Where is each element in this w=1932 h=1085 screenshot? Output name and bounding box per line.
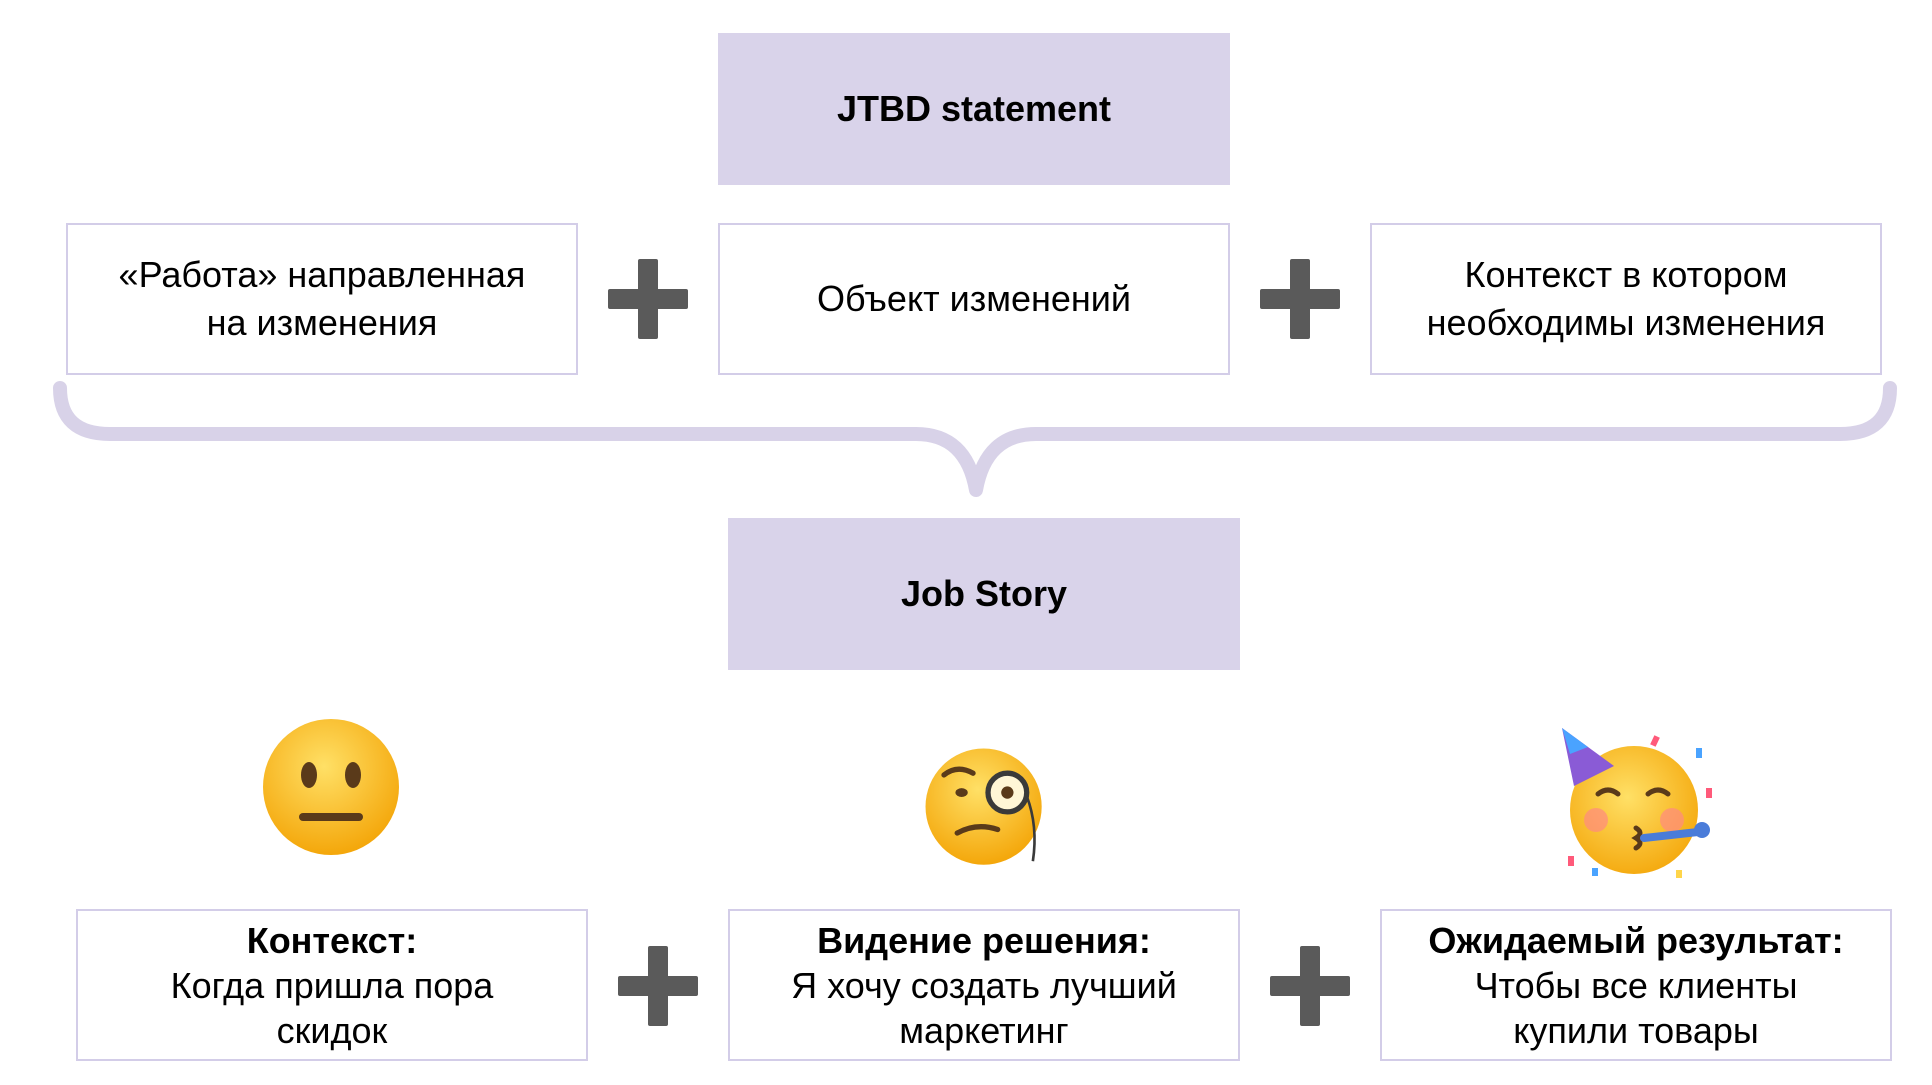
job-story-part-result-line-1: Чтобы все клиенты	[1474, 964, 1798, 1006]
jtbd-component-object-line-1: Объект изменений	[817, 278, 1131, 319]
job-story-part-result-heading: Ожидаемый результат:	[1428, 919, 1844, 961]
job-story-part-solution-heading: Видение решения:	[817, 919, 1151, 961]
job-story-part-solution: Видение решения: Я хочу создать лучший м…	[728, 909, 1240, 1061]
job-story-part-context-line-1: Когда пришла пора	[170, 964, 494, 1006]
jtbd-component-work-line-2: на изменения	[206, 302, 438, 343]
job-story-part-solution-line-2: маркетинг	[899, 1009, 1069, 1051]
jtbd-statement-header: JTBD statement	[718, 33, 1230, 185]
plus-icon	[608, 259, 688, 339]
jtbd-component-context-line-1: Контекст в котором	[1464, 254, 1788, 295]
job-story-part-result-line-2: купили товары	[1513, 1009, 1759, 1051]
job-story-part-context-heading: Контекст:	[246, 919, 418, 961]
job-story-part-result: Ожидаемый результат: Чтобы все клиенты к…	[1380, 909, 1892, 1061]
job-story-part-context-line-2: скидок	[276, 1009, 388, 1051]
jtbd-component-object: Объект изменений	[718, 223, 1230, 375]
face-with-monocle-icon	[925, 748, 1042, 865]
jtbd-component-work-line-1: «Работа» направленная	[118, 254, 526, 295]
jtbd-component-context: Контекст в котором необходимы изменения	[1370, 223, 1882, 375]
job-story-header: Job Story	[728, 518, 1240, 670]
neutral-face-icon	[263, 719, 399, 855]
partying-face-icon	[1562, 728, 1712, 878]
plus-icon	[618, 946, 698, 1026]
jtbd-component-work: «Работа» направленная на изменения	[66, 223, 578, 375]
plus-icon	[1270, 946, 1350, 1026]
jtbd-statement-title: JTBD statement	[836, 88, 1112, 129]
plus-icon	[1260, 259, 1340, 339]
job-story-title: Job Story	[900, 573, 1068, 614]
jtbd-component-context-line-2: необходимы изменения	[1426, 302, 1826, 343]
job-story-part-context: Контекст: Когда пришла пора скидок	[76, 909, 588, 1061]
job-story-part-solution-line-1: Я хочу создать лучший	[791, 964, 1177, 1006]
